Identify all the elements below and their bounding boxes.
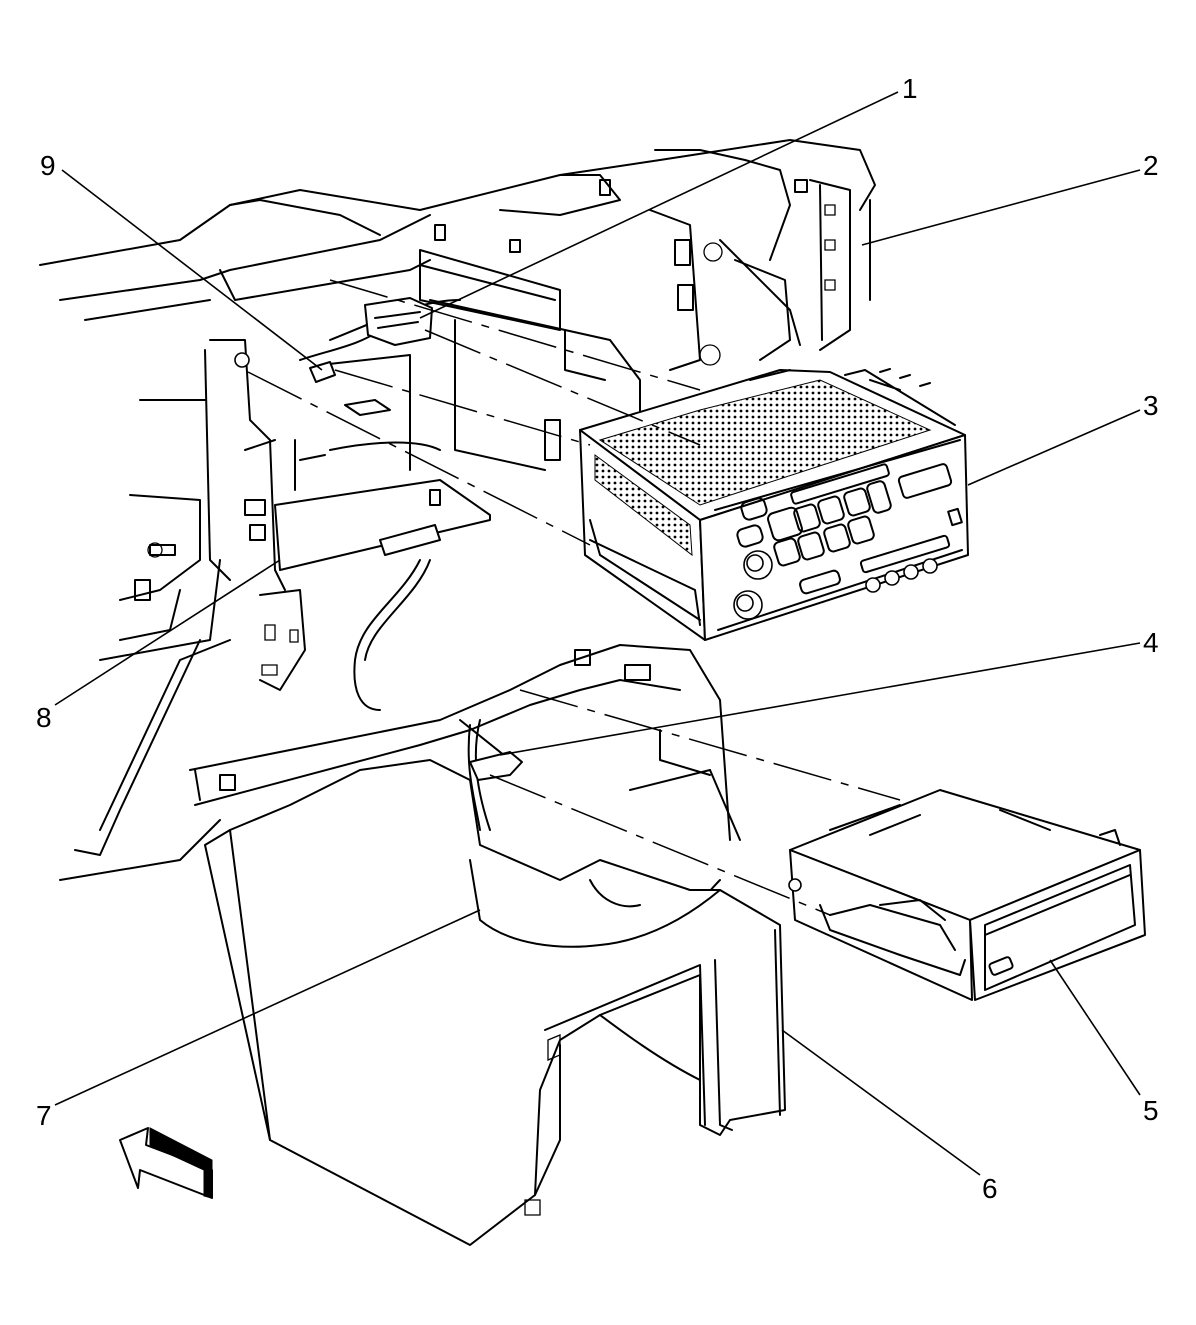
callout-8: 8 (36, 702, 52, 733)
callout-1: 1 (902, 73, 918, 104)
antenna-cable-connector (234, 352, 336, 383)
callout-9: 9 (40, 150, 56, 181)
callout-6: 6 (982, 1173, 998, 1204)
forward-direction-arrow-icon (119, 1127, 213, 1199)
callout-labels: 1 2 3 4 5 6 7 8 9 (36, 73, 1159, 1204)
callout-7: 7 (36, 1100, 52, 1131)
instrument-panel-frame (39, 139, 876, 948)
callout-5: 5 (1143, 1095, 1159, 1126)
radio-receiver (579, 368, 969, 641)
installation-path-lines (247, 279, 901, 916)
callout-3: 3 (1143, 390, 1159, 421)
callout-4: 4 (1143, 627, 1159, 658)
radio-harness-connector (364, 297, 433, 346)
floor-console (204, 719, 786, 1246)
wiring-clip (379, 524, 441, 556)
callout-2: 2 (1143, 150, 1159, 181)
cd-player-connector (469, 751, 523, 781)
callout-leaders (54, 91, 1141, 1176)
cd-player (788, 789, 1146, 1001)
